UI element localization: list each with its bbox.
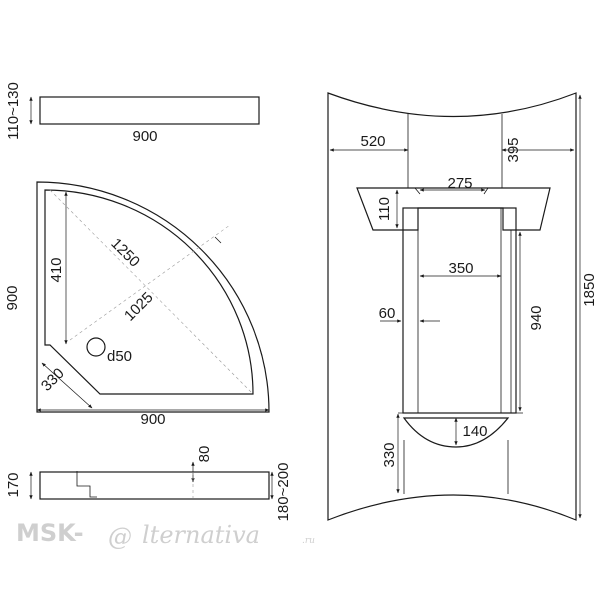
plan-bottom-900-label: 900 xyxy=(140,411,165,428)
dim-330-label: 330 xyxy=(38,365,68,395)
dim-330b-label: 330 xyxy=(381,442,398,467)
dim-350-label: 350 xyxy=(448,260,473,277)
dim-395-label: 395 xyxy=(505,137,522,162)
rack-outer xyxy=(402,207,517,414)
top-height-label: 110~130 xyxy=(5,82,22,140)
plan-view: d50 410 1250 1025 330 900 900 xyxy=(4,181,270,428)
watermark-at: @ xyxy=(108,523,132,551)
rack-inner xyxy=(417,207,502,414)
wall-view: 520 395 275 110 350 60 940 1850 140 330 xyxy=(327,92,598,521)
radius-1025-label: 1025 xyxy=(121,289,157,325)
lower-bowl xyxy=(402,417,510,448)
drain-circle xyxy=(86,337,106,357)
watermark-brand: MSK- xyxy=(16,519,84,547)
dim-520-label: 520 xyxy=(360,133,385,150)
dim-1850-label: 1850 xyxy=(581,273,598,306)
dim-80-label: 80 xyxy=(196,446,213,463)
dim-410-label: 410 xyxy=(48,257,65,282)
watermark-rest: lternativa xyxy=(142,521,260,549)
dim-170-label: 170 xyxy=(5,472,22,497)
side-view: 80 170 180~200 xyxy=(5,446,292,522)
watermark: MSK- @ lternativa .ru xyxy=(16,519,315,551)
plan-left-900-label: 900 xyxy=(4,285,21,310)
shelf-notch-left xyxy=(414,187,421,195)
dim-140-label: 140 xyxy=(462,423,487,440)
dim-110-label: 110 xyxy=(376,197,393,221)
shelf-notch-right xyxy=(483,187,489,195)
wall-panel-outline xyxy=(327,92,577,521)
tray-inner-outline xyxy=(44,189,254,395)
dim-940-label: 940 xyxy=(528,305,545,330)
side-slab xyxy=(39,471,270,500)
top-width-label: 900 xyxy=(132,128,157,145)
dim-180-200-label: 180~200 xyxy=(275,463,292,522)
tray-outer-outline xyxy=(36,181,270,413)
diag-line-2 xyxy=(69,224,231,341)
dim-60-label: 60 xyxy=(379,305,396,322)
dim-275-label: 275 xyxy=(447,175,472,192)
side-drain-step xyxy=(76,471,97,498)
watermark-tld: .ru xyxy=(302,536,315,546)
dim-330-line xyxy=(41,362,93,409)
top-view: 110~130 900 xyxy=(5,82,260,145)
drain-label: d50 xyxy=(107,348,132,365)
radius-1250-label: 1250 xyxy=(107,235,143,271)
diag-line-1 xyxy=(49,189,254,395)
tray-notch xyxy=(214,236,222,244)
top-slab xyxy=(39,96,260,125)
